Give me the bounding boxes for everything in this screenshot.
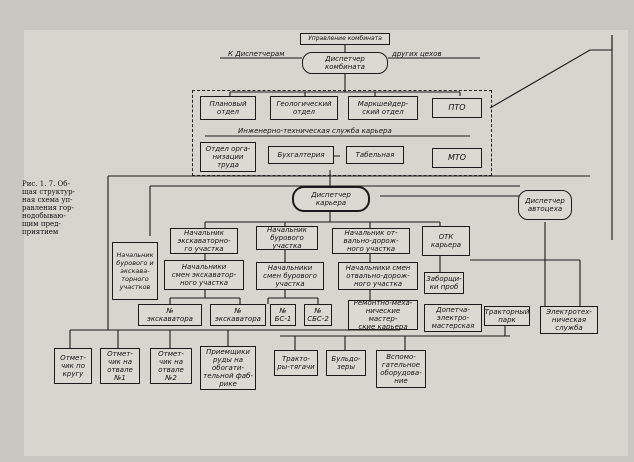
drill-1: № БС-1 <box>270 304 296 326</box>
label-its-service: Инженерно-техническая служба карьера <box>238 127 392 135</box>
otk-quarry: ОТК карьера <box>422 226 470 256</box>
department-group <box>192 90 492 176</box>
top-box: Управление комбината <box>300 33 390 45</box>
chief-excavator-section: Начальник экскаваторно- го участка <box>170 228 238 254</box>
chief-road-dept: Начальник от- вально-дорож- ного участка <box>332 228 410 254</box>
figure-caption: Рис. 1. 7. Об- щая структур- ная схема у… <box>22 180 75 236</box>
bulldozers: Бульдо- зеры <box>326 350 366 376</box>
shift-chief-excavator: Начальники смен экскаватор- ного участка <box>164 260 244 290</box>
connector <box>489 35 613 109</box>
dispatcher-quarry: Диспетчер карьера <box>292 186 370 212</box>
tractor-park: Тракторный парк <box>484 306 530 326</box>
electro-service: Электротех- ническая служба <box>540 306 598 334</box>
aux-equipment: Вспомо- гательное оборудова- ние <box>376 350 426 388</box>
chief-drill-blast: Начальник бурового и экскава- торного уч… <box>112 242 158 300</box>
accounting: Бухгалтерия <box>268 146 334 164</box>
sampling: Заборщи- ки проб <box>424 272 464 294</box>
excavator-2: № экскаватора <box>210 304 266 326</box>
repair-electric: Допетча- электро- мастерская <box>424 304 482 332</box>
plan-dept: Плановый отдел <box>200 96 256 120</box>
org-labor: Отдел орга- низации труда <box>200 142 256 172</box>
drill-2: № СБС-2 <box>304 304 332 326</box>
label-to-dispatcher: К Диспетчерам <box>228 50 285 58</box>
timekeeping: Табельная <box>346 146 404 164</box>
ore-receivers: Приемщики руды на обогати- тельной фаб- … <box>200 346 256 390</box>
chief-drill-section: Начальник бурового участка <box>256 226 318 250</box>
pto: ПТО <box>432 98 482 118</box>
dispatcher-combinat: Диспетчер комбината <box>302 52 388 74</box>
dispatcher-autobase: Диспетчер автоцеха <box>518 190 572 220</box>
marksh-dept: Маркшейдер- ский отдел <box>348 96 418 120</box>
repair-workshops: Ремонтно-меха- нические мастер- ские кар… <box>348 300 418 330</box>
otk-crush: Отмет- чик по кругу <box>54 348 92 384</box>
label-other-shops: других цехов <box>392 50 442 58</box>
excavator-1: № экскаватора <box>138 304 202 326</box>
otk-dump-2: Отмет- чик на отвале №2 <box>150 348 192 384</box>
shift-chief-drill: Начальники смен бурового участка <box>256 262 324 290</box>
mto: МТО <box>432 148 482 168</box>
otk-dump-1: Отмет- чик на отвале №1 <box>100 348 140 384</box>
tractors: Тракто- ры-тягачи <box>274 350 318 376</box>
shift-chief-road: Начальники смен отвально-дорож- ного уча… <box>338 262 418 290</box>
geo-dept: Геологический отдел <box>270 96 338 120</box>
